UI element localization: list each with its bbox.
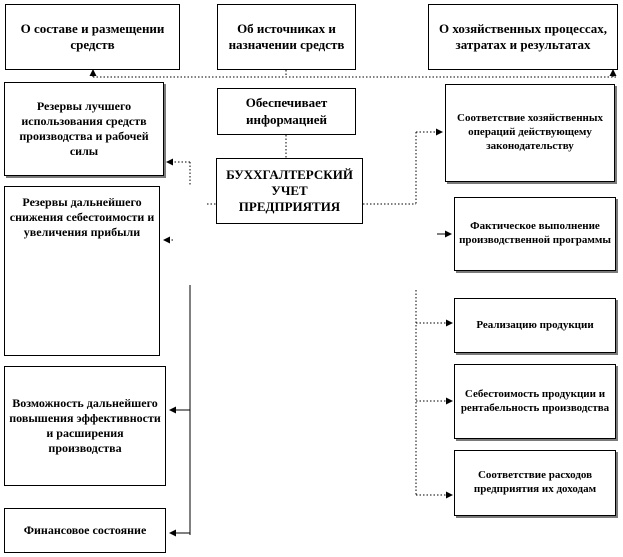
left-box-financial: Финансовое состояние: [4, 508, 166, 553]
left-box-efficiency: Возможность дальнейшего повышения эффект…: [4, 366, 166, 486]
top-box-composition-text: О составе и размещении средств: [20, 20, 165, 52]
left-box-reserves-cost-text: Резервы дальнейшего снижения себестоимос…: [9, 195, 155, 239]
right-box-cost-text: Себестоимость продукции и рентабельность…: [460, 387, 610, 414]
left-box-reserves-use: Резервы лучшего использования средств пр…: [4, 82, 164, 176]
right-box-sales-text: Реализацию продукции: [476, 318, 594, 331]
center-box: БУХХГАЛТЕРСКИЙ УЧЕТ ПРЕДПРИЯТИЯ: [216, 158, 363, 224]
provides-info-text: Обеспечивает информацией: [245, 95, 328, 127]
left-box-efficiency-text: Возможность дальнейшего повышения эффект…: [9, 396, 161, 455]
right-box-compliance: Соответствие хозяйственных операций дейс…: [445, 84, 615, 182]
top-box-processes: О хозяйственных процессах, затратах и ре…: [428, 4, 618, 70]
right-box-compliance-text: Соответствие хозяйственных операций дейс…: [457, 112, 603, 152]
top-box-processes-text: О хозяйственных процессах, затратах и ре…: [438, 20, 608, 52]
top-box-composition: О составе и размещении средств: [5, 4, 180, 70]
left-box-reserves-cost: Резервы дальнейшего снижения себестоимос…: [4, 186, 160, 356]
left-box-financial-text: Финансовое состояние: [23, 523, 147, 537]
right-box-expenses-text: Соответствие расходов предприятия их дох…: [473, 469, 597, 495]
right-box-expenses: Соответствие расходов предприятия их дох…: [454, 450, 616, 516]
right-box-production-text: Фактическое выполнение производственной …: [459, 220, 611, 246]
right-box-production: Фактическое выполнение производственной …: [454, 197, 616, 271]
right-box-cost: Себестоимость продукции и рентабельность…: [454, 364, 616, 439]
top-box-sources-text: Об источниках и назначении средств: [228, 20, 345, 52]
left-box-reserves-use-text: Резервы лучшего использования средств пр…: [19, 99, 149, 158]
right-box-sales: Реализацию продукции: [454, 298, 616, 353]
center-text: БУХХГАЛТЕРСКИЙ УЧЕТ ПРЕДПРИЯТИЯ: [226, 166, 353, 215]
provides-info-box: Обеспечивает информацией: [217, 88, 356, 135]
top-box-sources: Об источниках и назначении средств: [217, 4, 356, 70]
